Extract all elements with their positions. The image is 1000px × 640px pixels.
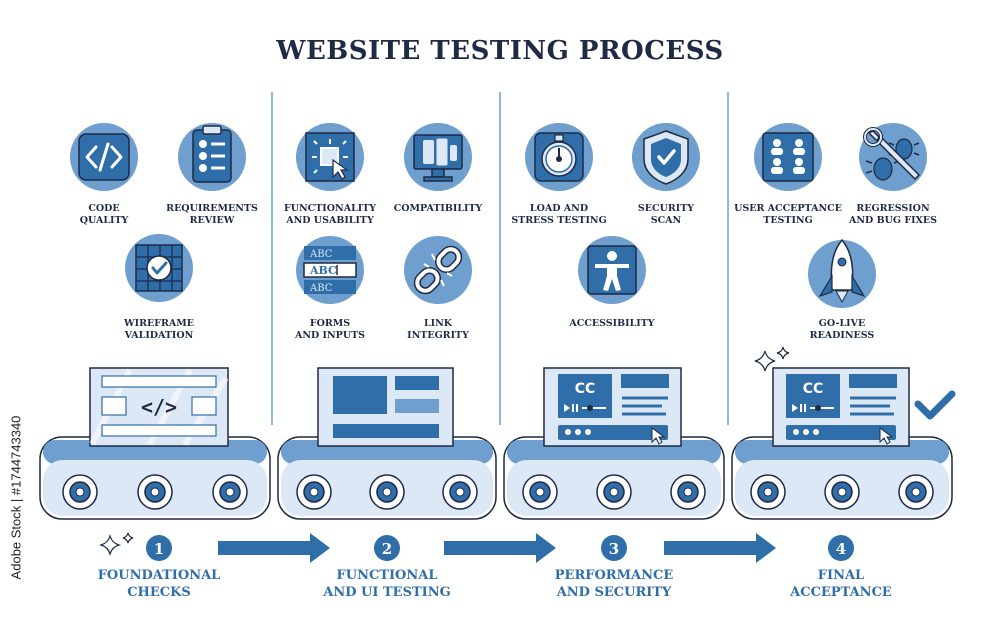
bug-wrench-icon [859, 123, 927, 191]
flow-arrow [218, 533, 330, 563]
screen-code-symbol: </> [141, 395, 177, 419]
clipboard-checklist-icon [178, 123, 246, 191]
form-field-text: ABC [309, 249, 333, 260]
stock-watermark: Adobe Stock | #1744743340 [8, 415, 24, 580]
wireframe-check-icon [125, 234, 193, 302]
closed-caption-badge: CC [803, 381, 824, 397]
broken-link-icon [404, 236, 472, 304]
closed-caption-badge: CC [575, 381, 596, 397]
step-number-text: 1 [154, 540, 164, 558]
step-number-3: 3 [601, 535, 627, 561]
screen-layout [317, 367, 454, 447]
flow-arrow [664, 533, 776, 563]
conveyor-belt-3 [503, 436, 725, 520]
label-compatibility: COMPATIBILITY [393, 203, 483, 214]
approved-check-icon [914, 390, 956, 420]
cursor-click-icon [296, 123, 364, 191]
shield-check-icon [632, 123, 700, 191]
form-fields-icon: ABC ABC ABC [296, 236, 364, 304]
form-field-text: ABC [309, 264, 337, 277]
screen-media-player: CC [543, 367, 682, 447]
flow-arrow [444, 533, 556, 563]
page-title: WEBSITE TESTING PROCESS [276, 36, 724, 66]
step-number-2: 2 [374, 535, 400, 561]
rocket-icon [808, 238, 876, 308]
accessibility-person-icon [578, 236, 646, 304]
step-number-4: 4 [828, 535, 854, 561]
sparkle-icon [98, 532, 134, 557]
conveyor-belt-1 [39, 436, 271, 520]
step-number-1: 1 [146, 535, 172, 561]
conveyor-belt-2 [277, 436, 497, 520]
screen-wireframe: </> [89, 367, 229, 447]
devices-icon [404, 123, 472, 191]
code-icon [70, 123, 138, 191]
step-number-text: 4 [836, 540, 846, 558]
stopwatch-icon [525, 123, 593, 191]
screen-final-player: CC [772, 367, 910, 447]
step-number-text: 2 [382, 540, 392, 558]
form-field-text: ABC [309, 283, 333, 294]
users-group-icon [754, 123, 822, 191]
step-number-text: 3 [609, 540, 619, 558]
conveyor-belt-4 [731, 436, 953, 520]
label-accessibility: ACCESSIBILITY [569, 318, 655, 329]
sparkle-icon [754, 346, 790, 372]
